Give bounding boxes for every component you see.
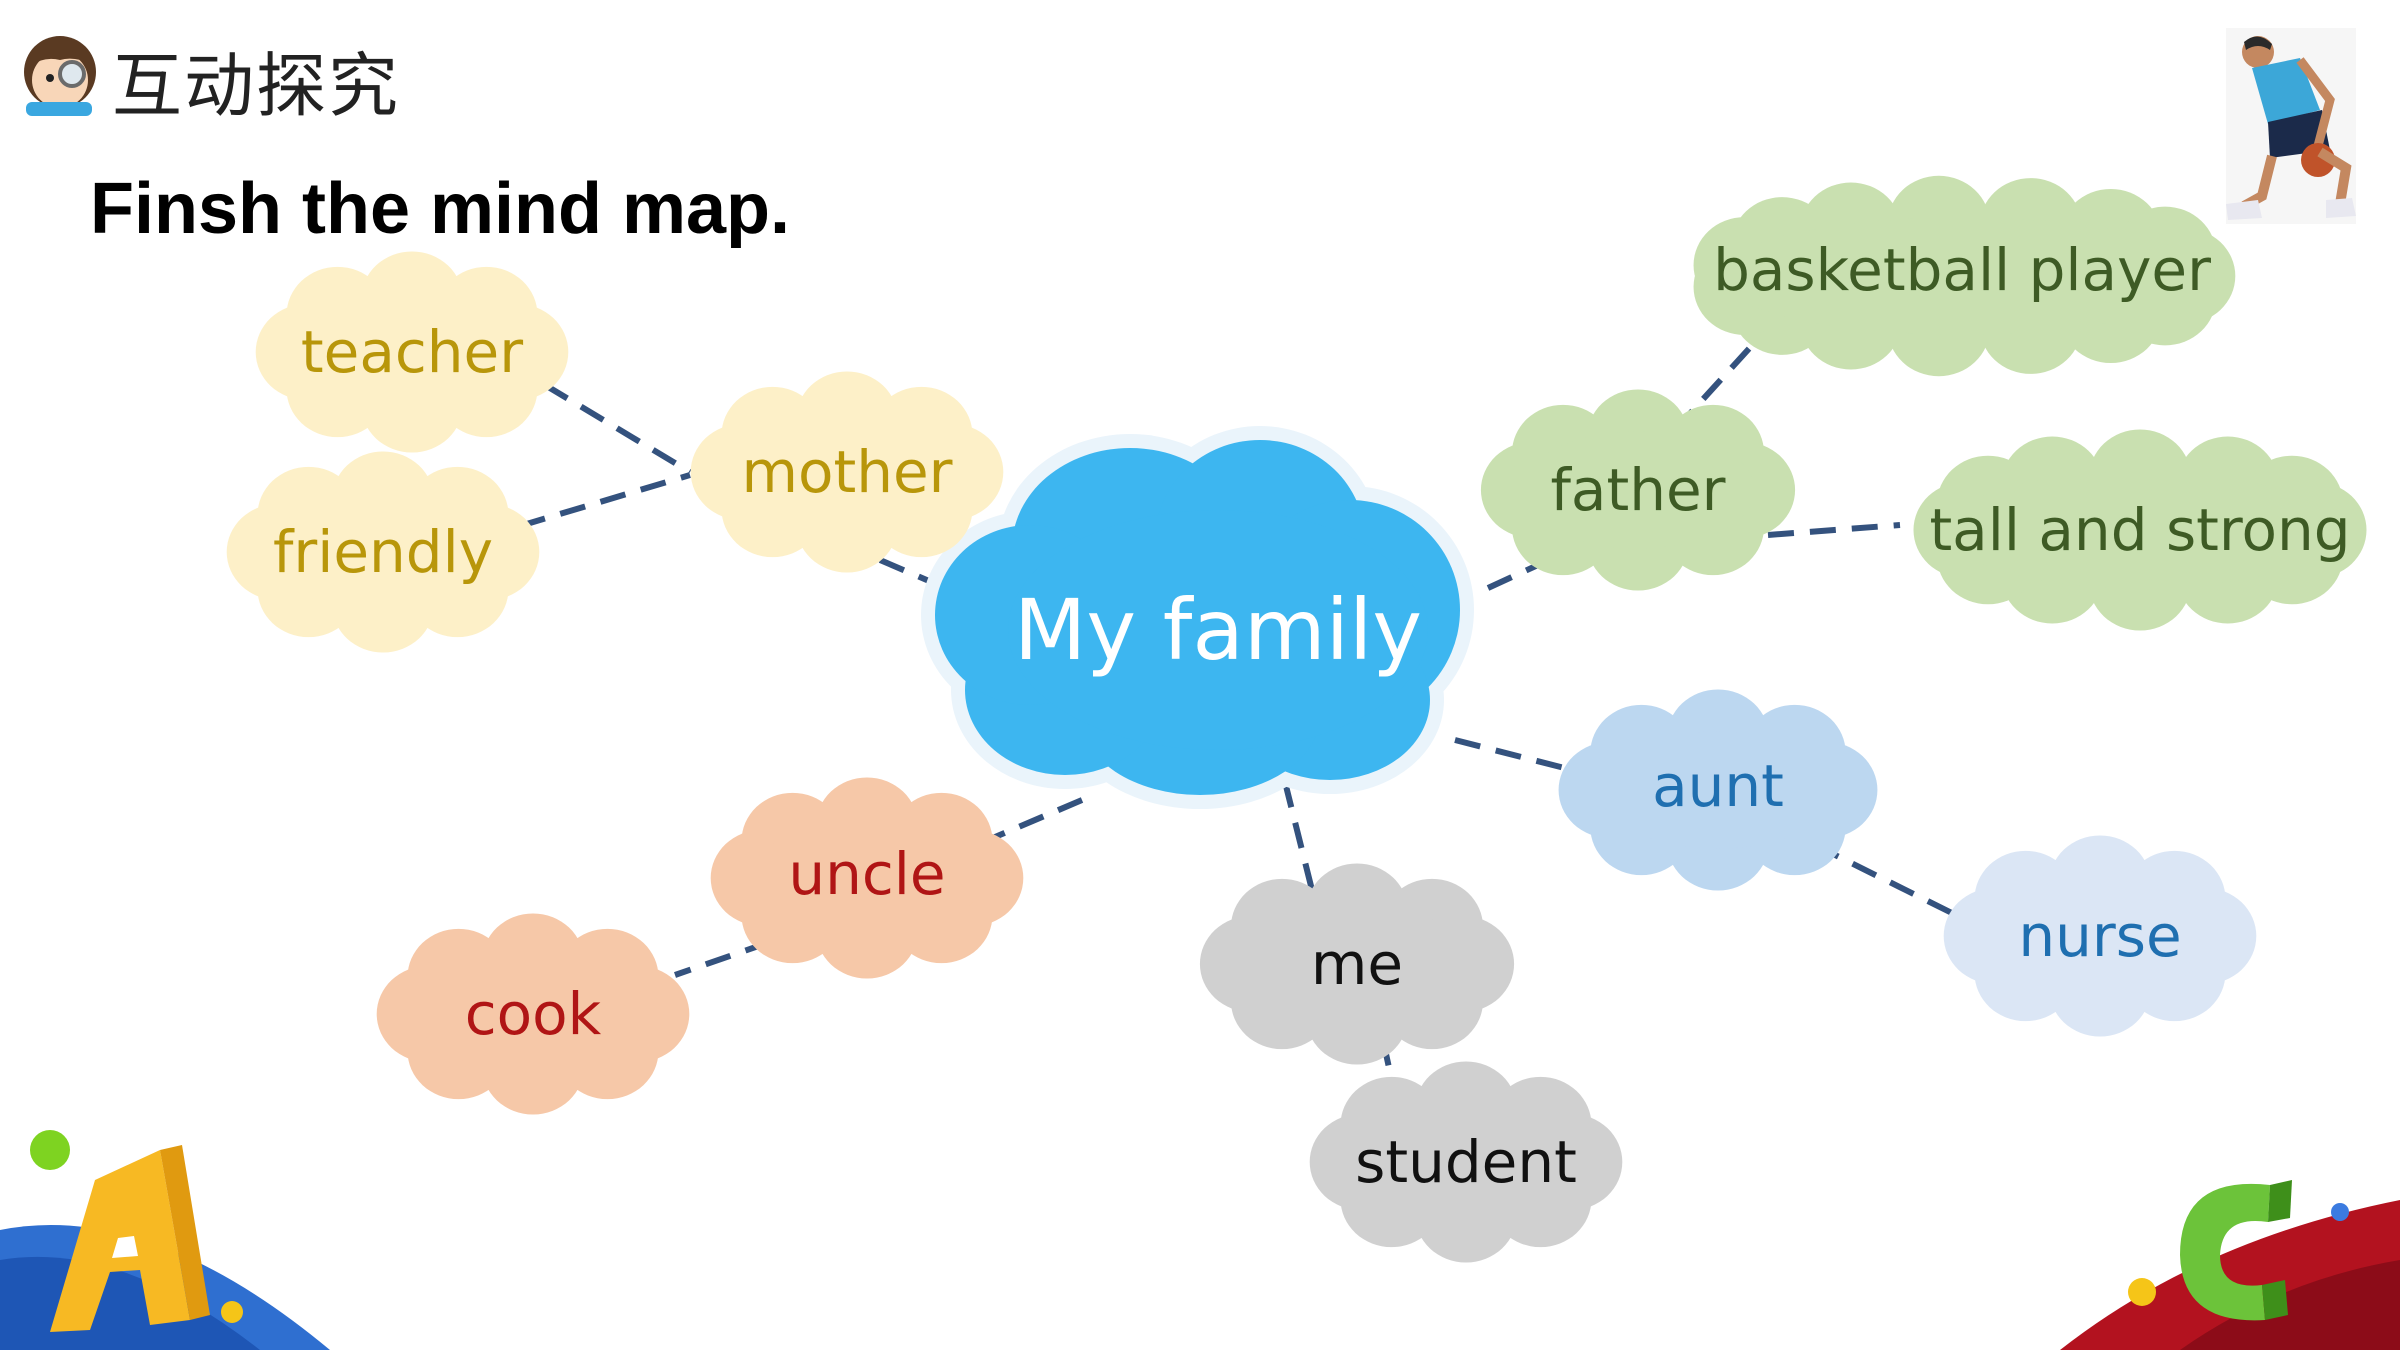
center-cloud — [921, 426, 1474, 809]
aunt-node-label: aunt — [1652, 752, 1784, 820]
mother-cloud — [690, 371, 1004, 573]
basketball-player-cloud — [1693, 175, 2236, 377]
uncle-cloud — [710, 777, 1024, 979]
friendly-cloud — [226, 451, 540, 653]
student-node-label: student — [1355, 1128, 1577, 1196]
mother-node-label: mother — [741, 438, 953, 506]
basketball-player-node-label: basketball player — [1713, 236, 2211, 304]
connector-father-tall — [1767, 522, 1901, 538]
instruction-text: Finsh the mind map. — [90, 169, 791, 249]
tall-and-strong-node-label: tall and strong — [1929, 496, 2351, 564]
connector-center-father — [1486, 562, 1540, 591]
teacher-cloud — [255, 251, 569, 453]
student-magnifier-icon — [24, 36, 96, 116]
nurse-cloud — [1943, 835, 2257, 1037]
father-node-label: father — [1550, 456, 1726, 524]
letter-c-icon — [2180, 1180, 2292, 1321]
connector-center-aunt — [1454, 737, 1581, 775]
aunt-cloud — [1558, 689, 1878, 891]
tall-and-strong-cloud — [1913, 429, 2367, 631]
cook-cloud — [376, 913, 690, 1115]
center-node-label: My family — [1013, 581, 1423, 679]
letter-a-icon — [50, 1145, 210, 1332]
nurse-node-label: nurse — [2018, 902, 2182, 970]
connector-mother-friendly — [519, 472, 691, 529]
yellow-dot-icon — [2128, 1278, 2156, 1306]
connector-center-me — [1282, 781, 1315, 891]
bottom-left-decoration — [0, 1130, 330, 1350]
cook-node-label: cook — [464, 980, 602, 1048]
blue-dot-icon — [2331, 1203, 2349, 1221]
green-dot-icon — [30, 1130, 70, 1170]
bottom-right-decoration — [2060, 1180, 2400, 1350]
connector-mother-teacher — [543, 382, 692, 475]
student-cloud — [1309, 1061, 1623, 1263]
header-title: 互动探究 — [112, 45, 400, 127]
basketball-player-image — [2226, 28, 2356, 224]
connector-aunt-nurse — [1813, 842, 1972, 925]
uncle-node-label: uncle — [788, 840, 946, 908]
yellow-dot-icon — [221, 1301, 243, 1323]
teacher-node-label: teacher — [300, 318, 524, 386]
me-node-label: me — [1310, 930, 1404, 998]
connector-uncle-cook — [674, 939, 771, 978]
connector-center-uncle — [986, 797, 1084, 843]
friendly-node-label: friendly — [272, 518, 494, 586]
me-cloud — [1199, 863, 1515, 1065]
father-cloud — [1480, 389, 1796, 591]
